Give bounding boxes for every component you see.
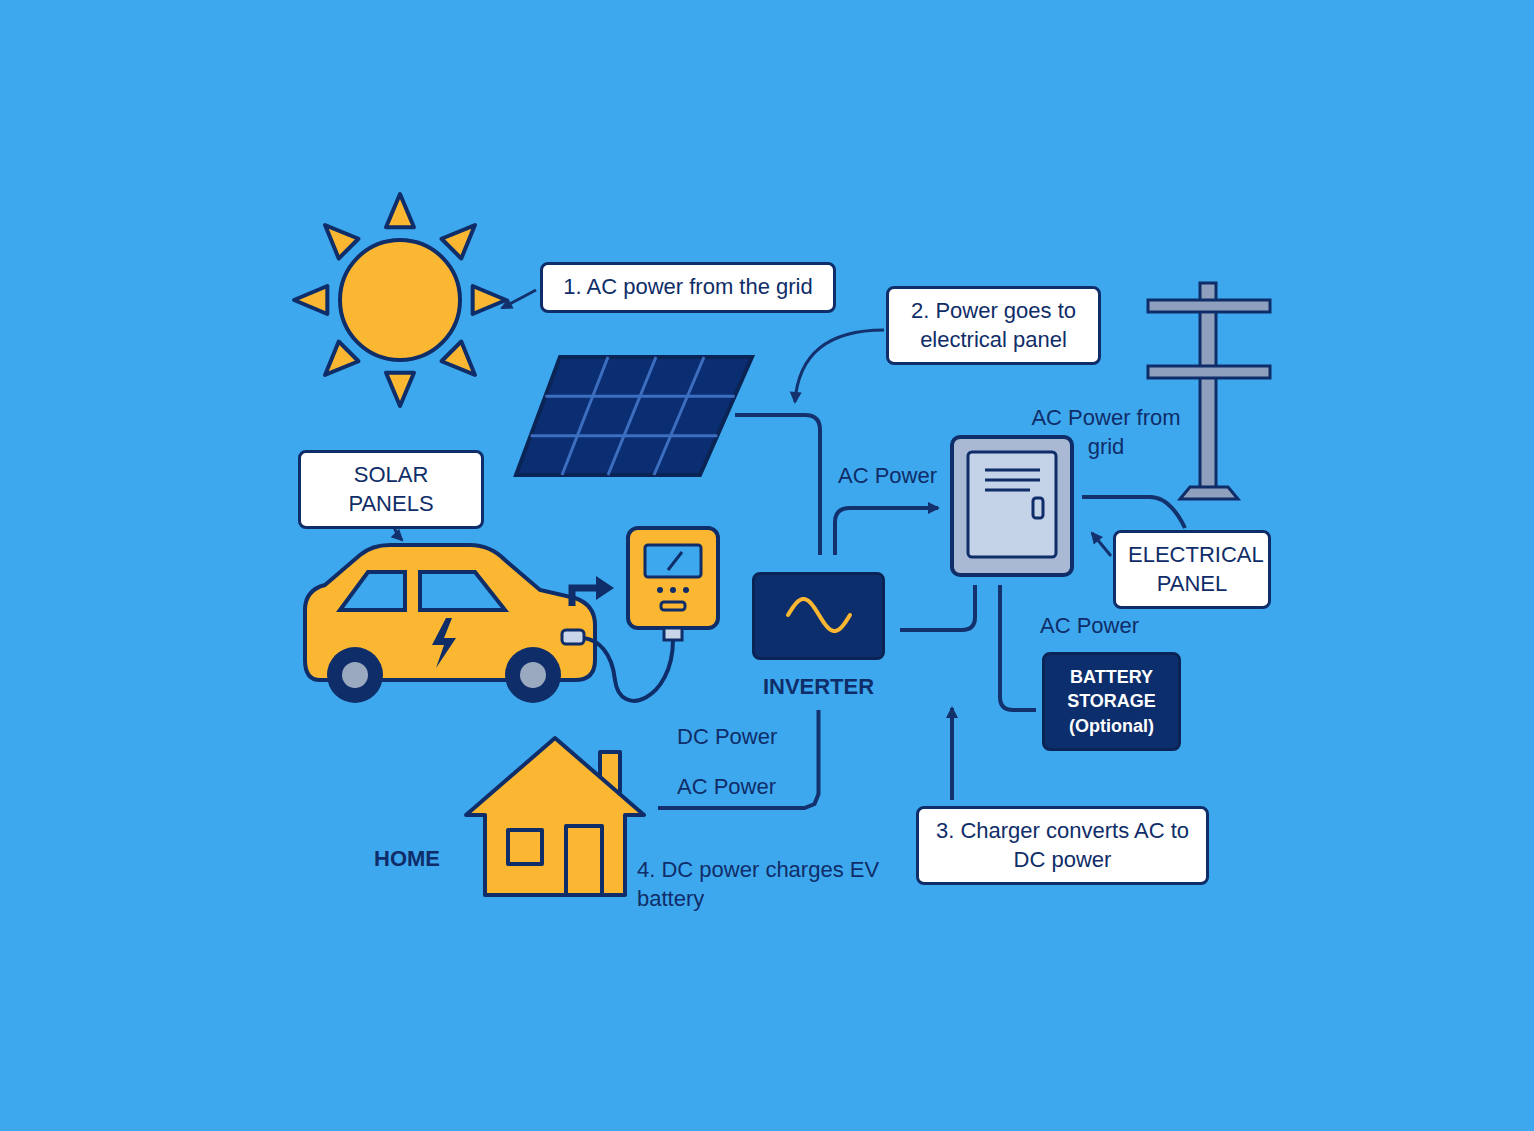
callout-box: 1. AC power from the grid xyxy=(540,262,836,313)
solar-panel-part xyxy=(531,434,718,437)
door xyxy=(566,826,602,895)
ev-charger-part xyxy=(661,602,685,610)
callout-text: SOLAR PANELS xyxy=(313,461,469,518)
sine-wave xyxy=(788,599,850,631)
wire-part xyxy=(835,508,938,555)
flow-label: DC Power xyxy=(677,723,777,752)
solar-panel-part xyxy=(562,357,608,475)
electric-car-part xyxy=(420,572,505,610)
wire-part xyxy=(950,708,954,800)
house-body xyxy=(466,738,644,895)
ev-charger-part xyxy=(596,576,614,600)
electric-car-part xyxy=(505,647,561,703)
ev-charger xyxy=(572,528,718,701)
connector xyxy=(658,710,819,808)
electrical-panel-part xyxy=(985,489,1030,492)
inverter-box: INVERTER xyxy=(752,572,885,700)
electric-car-part xyxy=(432,618,456,668)
electric-car-part xyxy=(562,630,584,644)
callout-text: 2. Power goes to electrical panel xyxy=(901,297,1086,354)
utility-pole-part xyxy=(1148,300,1270,312)
solar-panel-part xyxy=(545,395,734,398)
utility-pole-part xyxy=(1200,283,1216,493)
electric-car xyxy=(305,545,595,703)
inverter-label: INVERTER xyxy=(752,674,885,700)
flow-label: AC Power xyxy=(838,462,937,491)
sun-part xyxy=(442,342,475,375)
electrical-panel-part xyxy=(985,469,1040,472)
sun-part xyxy=(442,225,475,258)
ev-charger-part xyxy=(668,552,682,570)
wire-part xyxy=(735,415,820,555)
electrical-panel-part xyxy=(952,437,1072,575)
sun-part xyxy=(473,286,506,314)
electrical-panel-part xyxy=(985,479,1040,482)
home-house: HOME xyxy=(370,733,652,901)
ev-charger-part xyxy=(664,628,682,640)
sun-part xyxy=(325,225,358,258)
callout-box: SOLAR PANELS xyxy=(298,450,484,529)
ev-charger-part xyxy=(584,638,673,701)
flow-label: AC Power xyxy=(1040,612,1139,641)
ev-charger-part xyxy=(645,545,701,577)
electrical-panel-part xyxy=(1033,498,1043,518)
sine-wave-symbol xyxy=(755,575,882,657)
electric-car-part xyxy=(520,662,546,688)
flow-label: AC Power xyxy=(677,773,776,802)
solar-panel-part xyxy=(608,357,656,475)
leader-arrow-part xyxy=(795,330,884,402)
callout-text: ELECTRICAL PANEL xyxy=(1128,541,1256,598)
house-icon xyxy=(370,733,652,901)
electrical-panel-part xyxy=(968,452,1056,557)
callout-text: 1. AC power from the grid xyxy=(555,273,821,302)
ev-charger-part xyxy=(657,587,663,593)
electric-car-part xyxy=(340,572,405,610)
ev-charger-part xyxy=(572,588,598,606)
battery-storage-box: BATTERY STORAGE (Optional) xyxy=(1042,652,1181,751)
sun xyxy=(294,194,506,406)
ev-charger-part xyxy=(670,587,676,593)
callout-text: 3. Charger converts AC to DC power xyxy=(931,817,1194,874)
window xyxy=(508,830,542,864)
electric-car-part xyxy=(327,647,383,703)
electrical-panel xyxy=(952,437,1072,575)
solar-panel-part xyxy=(516,357,752,475)
wire-part xyxy=(900,585,975,630)
flow-label: AC Power from grid xyxy=(1020,404,1192,461)
sun-part xyxy=(386,194,414,227)
home-label: HOME xyxy=(374,846,440,872)
leader-arrow-part xyxy=(502,290,536,308)
ev-charger-part xyxy=(628,528,718,628)
sun-part xyxy=(386,373,414,406)
wire-part xyxy=(1082,497,1185,528)
electric-car-part xyxy=(342,662,368,688)
callout-box: ELECTRICAL PANEL xyxy=(1113,530,1271,609)
callout-box: 2. Power goes to electrical panel xyxy=(886,286,1101,365)
leader-arrow-part xyxy=(1092,533,1111,556)
callout-box: 3. Charger converts AC to DC power xyxy=(916,806,1209,885)
utility-pole xyxy=(1148,283,1270,499)
utility-pole-part xyxy=(1180,487,1238,499)
flow-label: 4. DC power charges EV battery xyxy=(637,856,895,913)
leader-arrow xyxy=(390,290,1111,556)
solar-panel-part xyxy=(654,357,704,475)
sun-part xyxy=(294,286,327,314)
inverter-shape xyxy=(752,572,885,660)
sun-part xyxy=(325,342,358,375)
utility-pole-part xyxy=(1148,366,1270,378)
wire-part xyxy=(1000,585,1036,710)
ev-charger-part xyxy=(683,587,689,593)
solar-panel xyxy=(516,357,752,475)
sun-part xyxy=(340,240,460,360)
storage-label: BATTERY STORAGE (Optional) xyxy=(1053,665,1170,738)
